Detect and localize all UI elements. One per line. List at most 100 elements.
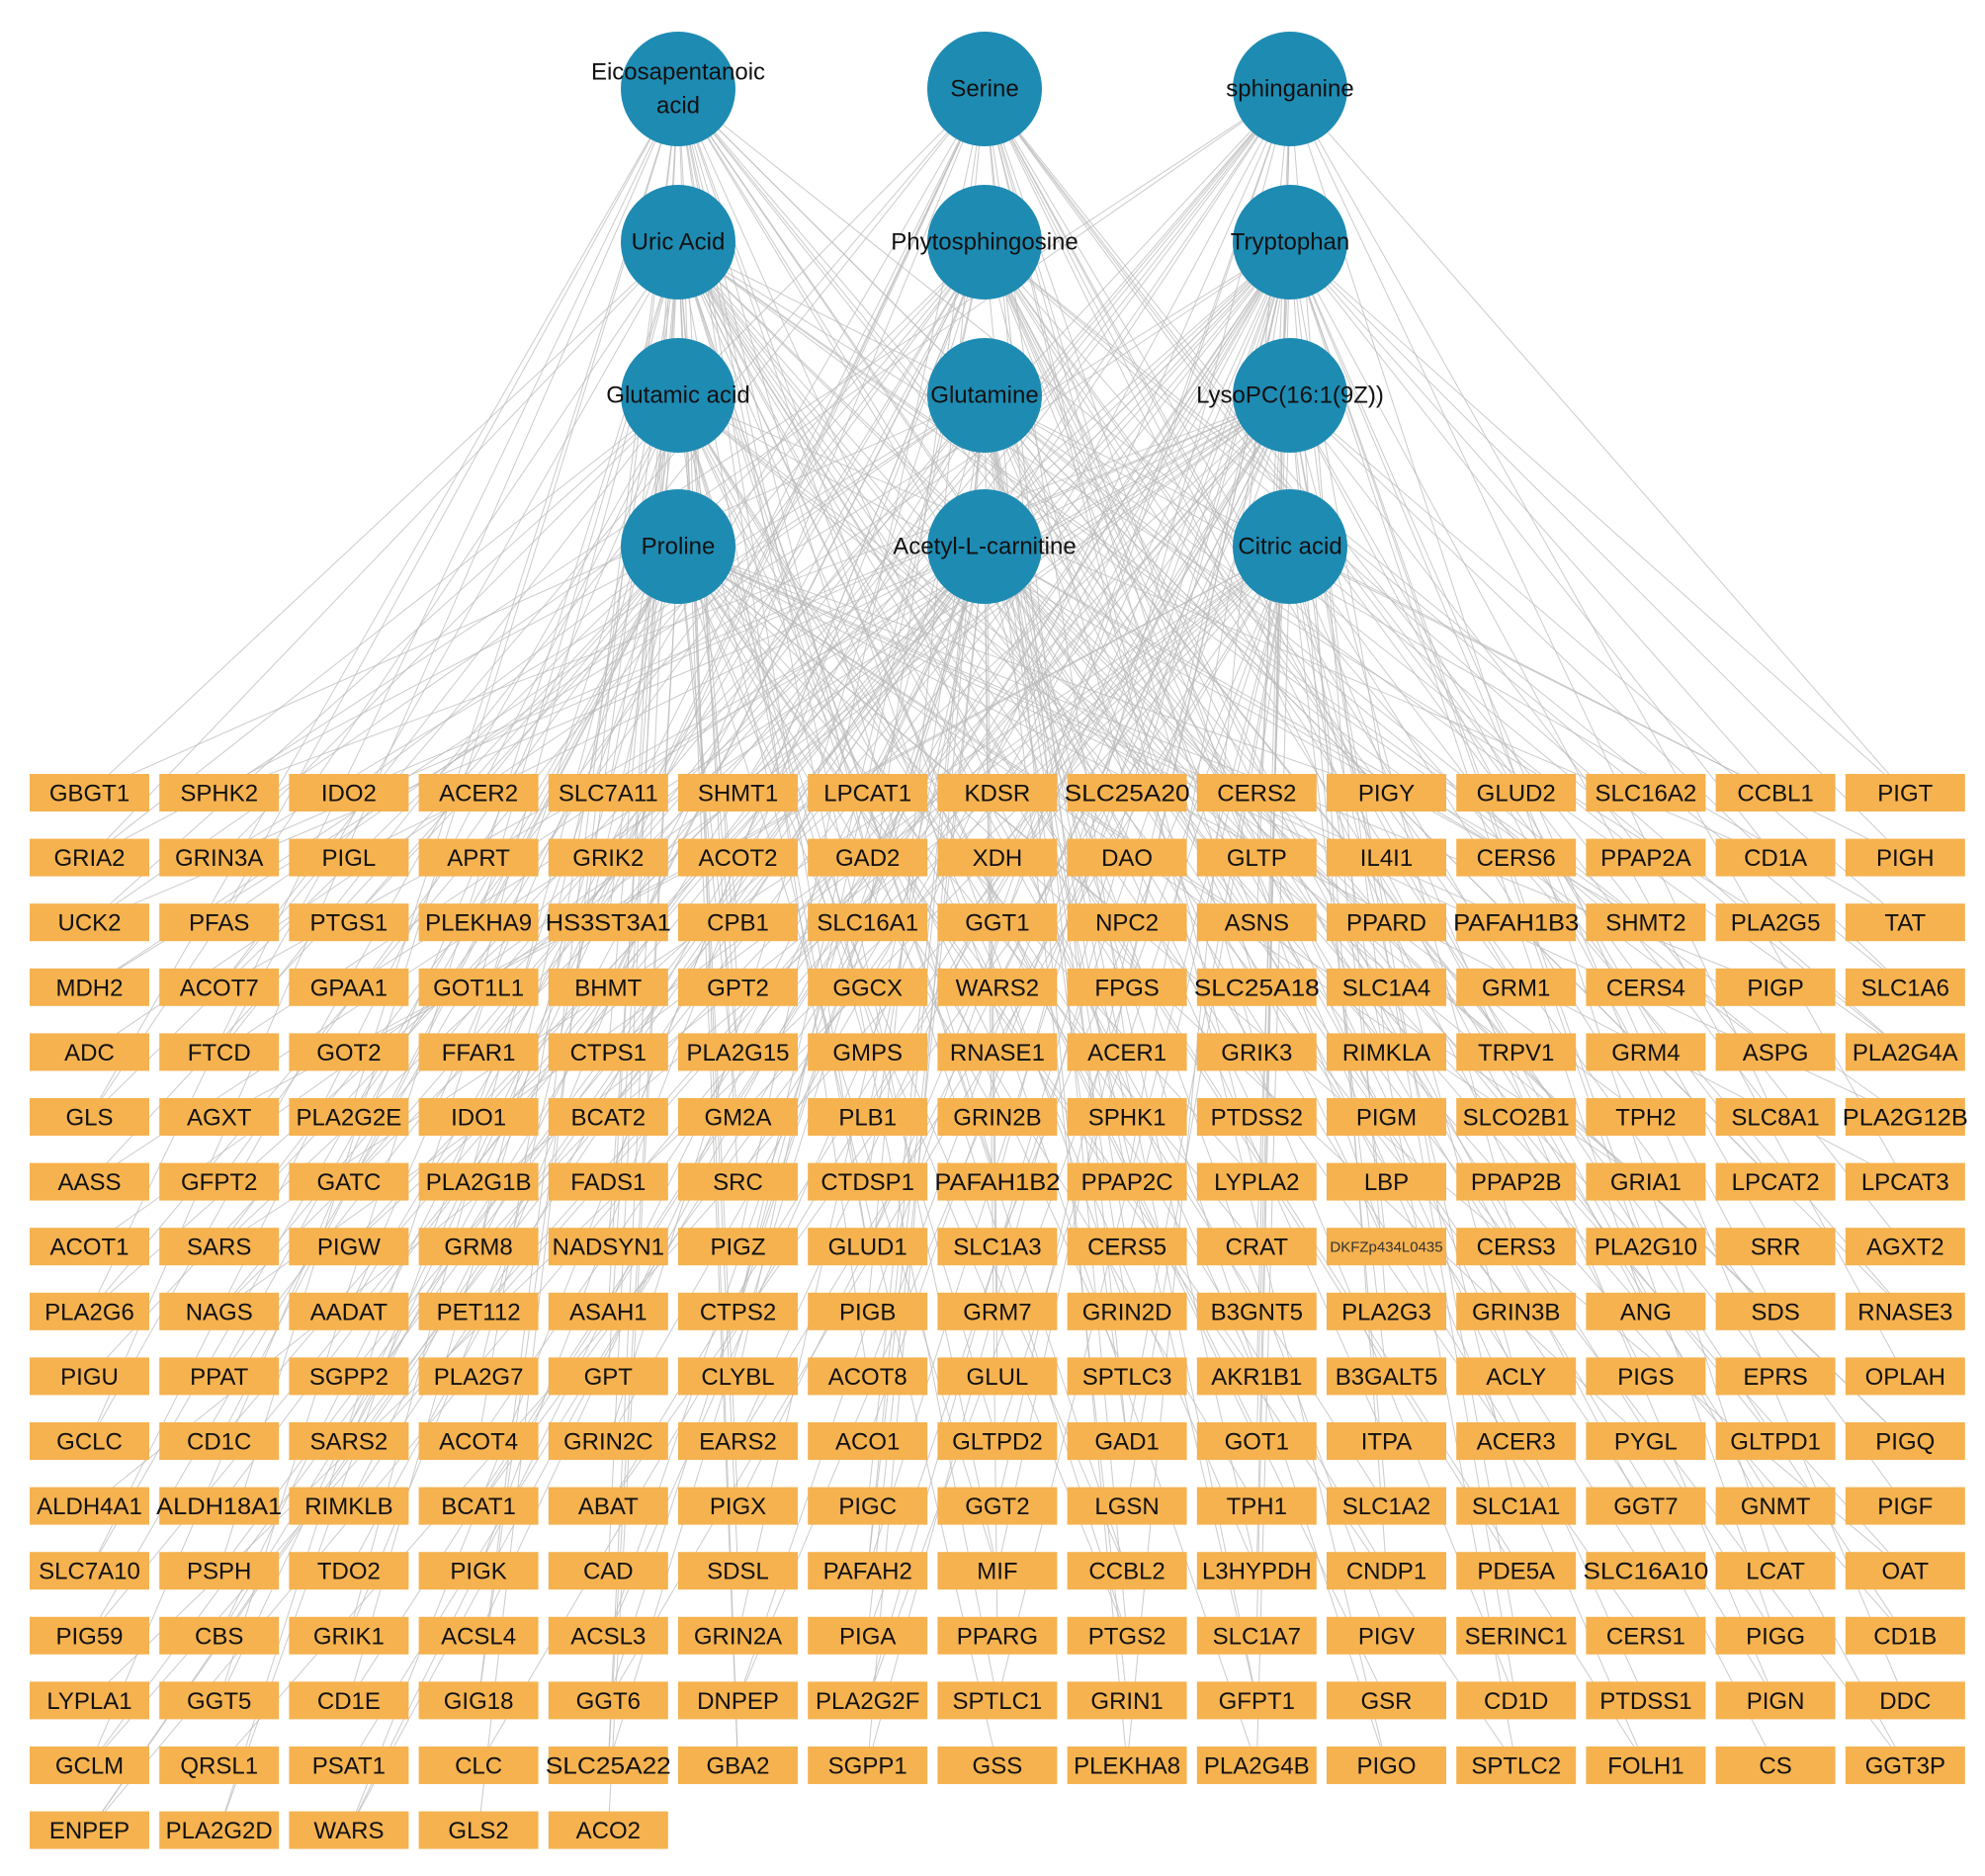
gene-node-box [808, 1357, 928, 1396]
gene-node: RIMKLA [1327, 1033, 1446, 1071]
gene-label: SRC [713, 1169, 763, 1196]
gene-node: GRM7 [937, 1292, 1058, 1330]
gene-node-box [1715, 1422, 1836, 1460]
gene-node-box [30, 838, 149, 877]
gene-node-box [1845, 1747, 1965, 1784]
gene-node-box [1456, 1552, 1577, 1590]
gene-node-box [1327, 1228, 1446, 1266]
network-edge [1289, 546, 1647, 1118]
gene-node-box [1067, 838, 1187, 877]
gene-node: BCAT1 [418, 1487, 539, 1525]
gene-node: CERS4 [1586, 968, 1706, 1006]
gene-node-box [1456, 1292, 1577, 1330]
gene-node: PLA2G6 [30, 1292, 149, 1330]
gene-node-box [548, 1098, 668, 1136]
gene-label: PIGK [450, 1559, 506, 1585]
gene-label: SLC1A6 [1861, 975, 1949, 1001]
gene-node: SRR [1715, 1228, 1836, 1266]
gene-node-box [30, 1098, 149, 1136]
gene-node: CERS5 [1067, 1228, 1187, 1266]
gene-label: ASNS [1225, 910, 1289, 937]
network-edge [1289, 88, 1776, 1118]
network-edge [1289, 546, 1517, 1506]
gene-node: XDH [937, 838, 1058, 877]
gene-label: GRIK3 [1221, 1040, 1292, 1066]
network-edge [984, 88, 1647, 1377]
gene-label: ANG [1620, 1299, 1672, 1325]
gene-node: ALDH18A1 [156, 1487, 282, 1525]
gene-node: CAD [548, 1552, 668, 1590]
gene-node: GPT [548, 1357, 668, 1396]
gene-label: EPRS [1743, 1364, 1807, 1391]
gene-node-box [678, 1357, 798, 1396]
gene-node: IDO2 [289, 774, 409, 811]
gene-node-box [30, 968, 149, 1006]
gene-label: SLC1A1 [1472, 1493, 1560, 1520]
gene-node: PLA2G4A [1845, 1033, 1965, 1071]
metabolite-label: Eicosapentanoic [591, 59, 765, 86]
gene-label: GGT2 [965, 1493, 1029, 1520]
metabolite-node-circle [621, 489, 735, 604]
gene-node-box [1196, 1747, 1317, 1784]
gene-node-box [937, 1487, 1058, 1525]
gene-node-box [30, 1616, 149, 1655]
gene-node-box [289, 1681, 409, 1720]
gene-label: QRSL1 [180, 1753, 258, 1780]
gene-label: SDSL [707, 1559, 769, 1585]
gene-label: MIF [977, 1559, 1017, 1585]
gene-label: ACER1 [1087, 1040, 1166, 1066]
gene-label: GGCX [832, 975, 903, 1001]
gene-node: PIGN [1715, 1681, 1836, 1720]
network-edge [984, 241, 1128, 794]
gene-label: SLC16A2 [1596, 781, 1697, 808]
gene-node: SLC16A10 [1583, 1552, 1708, 1590]
gene-node-box [1715, 1681, 1836, 1720]
gene-node: PLA2G4B [1196, 1747, 1317, 1784]
gene-node: IDO1 [418, 1098, 539, 1136]
network-edge [677, 241, 1128, 794]
gene-node-box [159, 1228, 280, 1266]
gene-label: SLC25A20 [1065, 781, 1190, 808]
gene-label: GLUD1 [828, 1235, 907, 1261]
gene-label: APRT [447, 845, 510, 872]
gene-label: NADSYN1 [553, 1235, 664, 1261]
gene-node: PIGC [808, 1487, 928, 1525]
gene-label: LCAT [1746, 1559, 1805, 1585]
gene-node: GLTPD2 [937, 1422, 1058, 1460]
gene-node-box [289, 774, 409, 811]
gene-node: CD1D [1456, 1681, 1577, 1720]
gene-node-box [808, 1487, 928, 1525]
gene-node-box [937, 1033, 1058, 1071]
gene-node: ACOT2 [678, 838, 798, 877]
gene-node: ACER3 [1456, 1422, 1577, 1460]
gene-node: PET112 [418, 1292, 539, 1330]
gene-node-box [418, 1422, 539, 1460]
gene-node: L3HYPDH [1196, 1552, 1317, 1590]
gene-label: ITPA [1361, 1429, 1413, 1456]
gene-node: GLUD1 [808, 1228, 928, 1266]
gene-node-box [1456, 968, 1577, 1006]
gene-node: LCAT [1715, 1552, 1836, 1590]
gene-node-box [289, 1487, 409, 1525]
gene-label: GSS [973, 1753, 1023, 1780]
gene-label: RNASE3 [1857, 1299, 1952, 1325]
network-edge [1289, 241, 1776, 794]
gene-node: GGT7 [1586, 1487, 1706, 1525]
gene-node-box [1327, 1162, 1446, 1201]
gene-label: GAD1 [1094, 1429, 1159, 1456]
gene-label: PIGB [839, 1299, 896, 1325]
gene-node-box [1715, 1616, 1836, 1655]
gene-node-box [1327, 1292, 1446, 1330]
gene-node-box [1327, 1098, 1446, 1136]
gene-label: PPAP2B [1471, 1169, 1562, 1196]
gene-node: SGPP1 [808, 1747, 928, 1784]
network-edge [867, 241, 1291, 1247]
gene-node: GGT2 [937, 1487, 1058, 1525]
gene-label: CERS5 [1087, 1235, 1166, 1261]
gene-node: GLUL [937, 1357, 1058, 1396]
gene-label: PLA2G4B [1204, 1753, 1310, 1780]
gene-node-box [1845, 1552, 1965, 1590]
gene-label: GPAA1 [310, 975, 388, 1001]
gene-node: SLC25A22 [546, 1747, 671, 1784]
